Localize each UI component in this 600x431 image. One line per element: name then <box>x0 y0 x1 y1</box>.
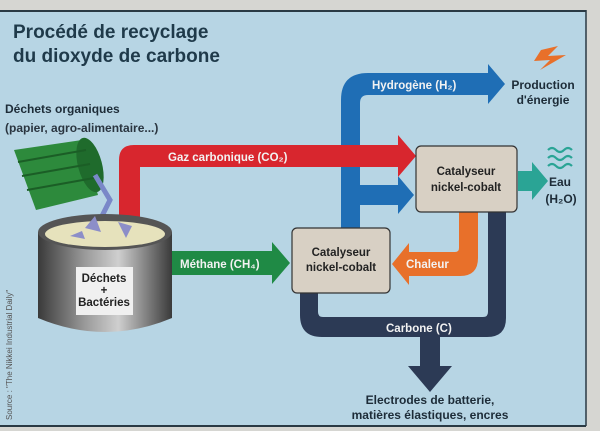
title-line-2: du dioxyde de carbone <box>13 46 220 67</box>
products-label-2: matières élastiques, encres <box>352 408 509 422</box>
carbon-pipe: Carbone (C) <box>300 212 506 392</box>
lightning-icon <box>534 46 566 70</box>
tank-label-1: Déchets <box>82 273 127 285</box>
catalyst-1-line-1: Catalyseur <box>312 247 371 259</box>
energy-label-1: Production <box>511 78 574 92</box>
catalyst-box-1: Catalyseur nickel-cobalt <box>291 227 391 294</box>
water-label: Eau <box>549 175 571 189</box>
heat-label: Chaleur <box>406 259 449 271</box>
tank-label-plus: + <box>101 285 108 297</box>
water-formula: (H₂O) <box>545 192 576 206</box>
catalyst-2-line-1: Catalyseur <box>437 166 496 178</box>
hydrogen-label: Hydrogène (H₂) <box>372 80 457 92</box>
waste-sublabel: (papier, agro-alimentaire...) <box>5 121 158 135</box>
heat-arrow: Chaleur <box>392 212 478 285</box>
methane-arrow: Méthane (CH₄) <box>172 242 290 284</box>
methane-label: Méthane (CH₄) <box>180 259 260 271</box>
waste-label: Déchets organiques <box>5 102 120 116</box>
fermentation-tank: Déchets + Bactéries <box>38 214 172 332</box>
tank-label-2: Bactéries <box>78 297 130 309</box>
co2-label: Gaz carbonique (CO₂) <box>168 152 288 164</box>
carbon-down-arrow <box>408 337 452 392</box>
carbon-label: Carbone (C) <box>386 323 452 335</box>
energy-label-2: d'énergie <box>517 93 570 107</box>
products-label-1: Electrodes de batterie, <box>366 393 495 407</box>
water-waves-icon <box>547 146 573 170</box>
catalyst-box-2: Catalyseur nickel-cobalt <box>415 145 518 213</box>
hydrogen-arrow: Hydrogène (H₂) <box>341 64 505 230</box>
water-arrow <box>518 162 548 200</box>
co2-arrow: Gaz carbonique (CO₂) <box>119 135 416 240</box>
hydrogen-branch-arrow <box>358 176 414 214</box>
catalyst-1-line-2: nickel-cobalt <box>306 262 376 274</box>
title-line-1: Procédé de recyclage <box>13 22 208 43</box>
source-credit: Source : "The Nikkei Industrial Daily" <box>5 290 14 420</box>
catalyst-2-line-2: nickel-cobalt <box>431 182 501 194</box>
